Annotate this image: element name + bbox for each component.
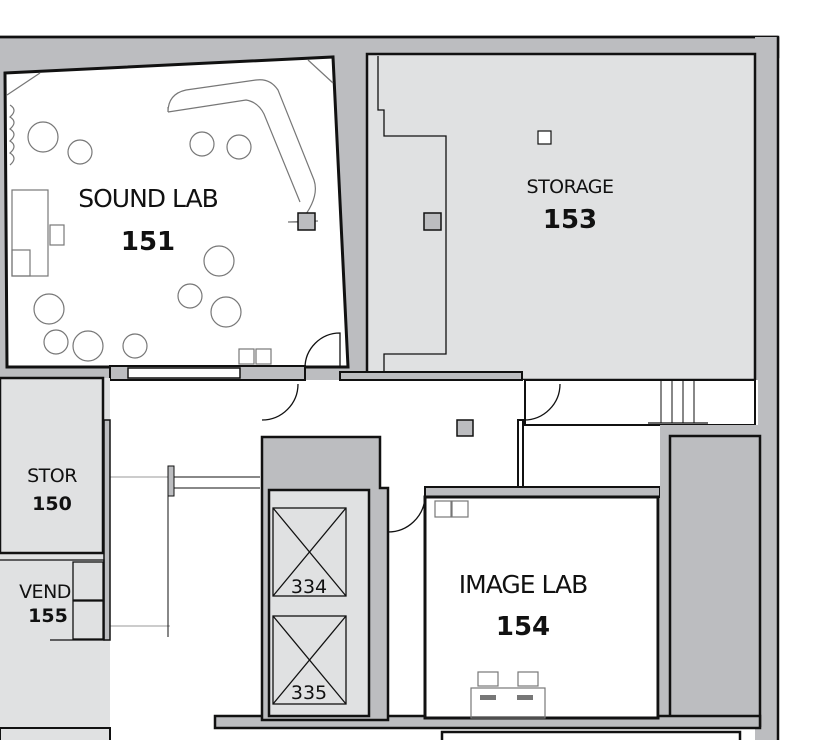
room-storage[interactable]: STORAGE 153 xyxy=(365,52,757,382)
elevator-core: 334 335 xyxy=(260,435,390,722)
room-stor[interactable]: STOR 150 xyxy=(0,376,111,728)
room-name: STOR xyxy=(27,465,77,487)
room-vend[interactable]: VEND 155 xyxy=(0,559,105,641)
room-number: 154 xyxy=(496,612,550,642)
room-name: SOUND LAB xyxy=(78,184,218,213)
room-number: 155 xyxy=(28,605,68,627)
room-number: 151 xyxy=(121,227,175,257)
room-image-lab[interactable]: IMAGE LAB 154 xyxy=(387,495,660,720)
elevator-number: 334 xyxy=(291,576,327,598)
elevator-335[interactable]: 335 xyxy=(272,615,347,705)
stairs xyxy=(648,379,708,424)
elevator-334[interactable]: 334 xyxy=(272,507,347,598)
room-number: 153 xyxy=(543,205,597,235)
room-name: IMAGE LAB xyxy=(459,570,587,599)
room-number: 150 xyxy=(32,493,72,515)
room-sound-lab[interactable]: SOUND LAB 151 xyxy=(3,55,350,369)
room-name: STORAGE xyxy=(527,176,614,198)
room-name: VEND xyxy=(19,581,71,603)
elevator-number: 335 xyxy=(291,682,327,704)
